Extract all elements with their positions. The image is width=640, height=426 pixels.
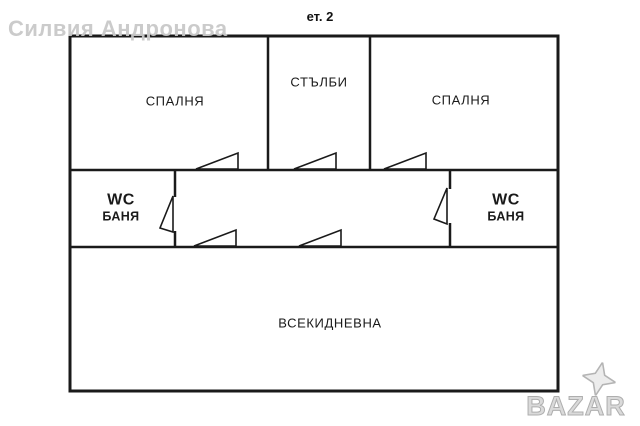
door-icon-living-middle xyxy=(298,228,342,247)
room-label-living: ВСЕКИДНЕВНА xyxy=(278,315,382,331)
room-label-bedroom-left: СПАЛНЯ xyxy=(145,93,205,109)
room-label-wc-left: WC БАНЯ xyxy=(102,192,139,225)
wc-right-subtitle: БАНЯ xyxy=(487,210,525,225)
wc-right-title: WC xyxy=(492,191,520,209)
wc-left-title: WC xyxy=(107,191,135,209)
floor-title: ет. 2 xyxy=(306,9,334,24)
door-icon-bedroom-left xyxy=(195,151,239,170)
watermark-logo-text: BAZAR xyxy=(526,391,626,422)
door-icon-wc-right xyxy=(432,187,448,226)
watermark-agent-name: Силвия Андронова xyxy=(8,16,228,41)
door-icon-living-left xyxy=(193,228,237,247)
wc-left-subtitle: БАНЯ xyxy=(102,210,140,225)
room-label-wc-right: WC БАНЯ xyxy=(487,192,524,225)
outer-wall xyxy=(68,34,560,393)
room-label-stairs: СТЪЛБИ xyxy=(290,74,348,90)
room-label-bedroom-right: СПАЛНЯ xyxy=(431,92,491,108)
door-icon-stairs xyxy=(293,151,337,170)
door-icon-wc-left xyxy=(158,195,174,234)
watermark-logo: BAZAR xyxy=(520,360,632,422)
door-icon-bedroom-right xyxy=(383,151,427,170)
star-icon xyxy=(580,360,618,398)
